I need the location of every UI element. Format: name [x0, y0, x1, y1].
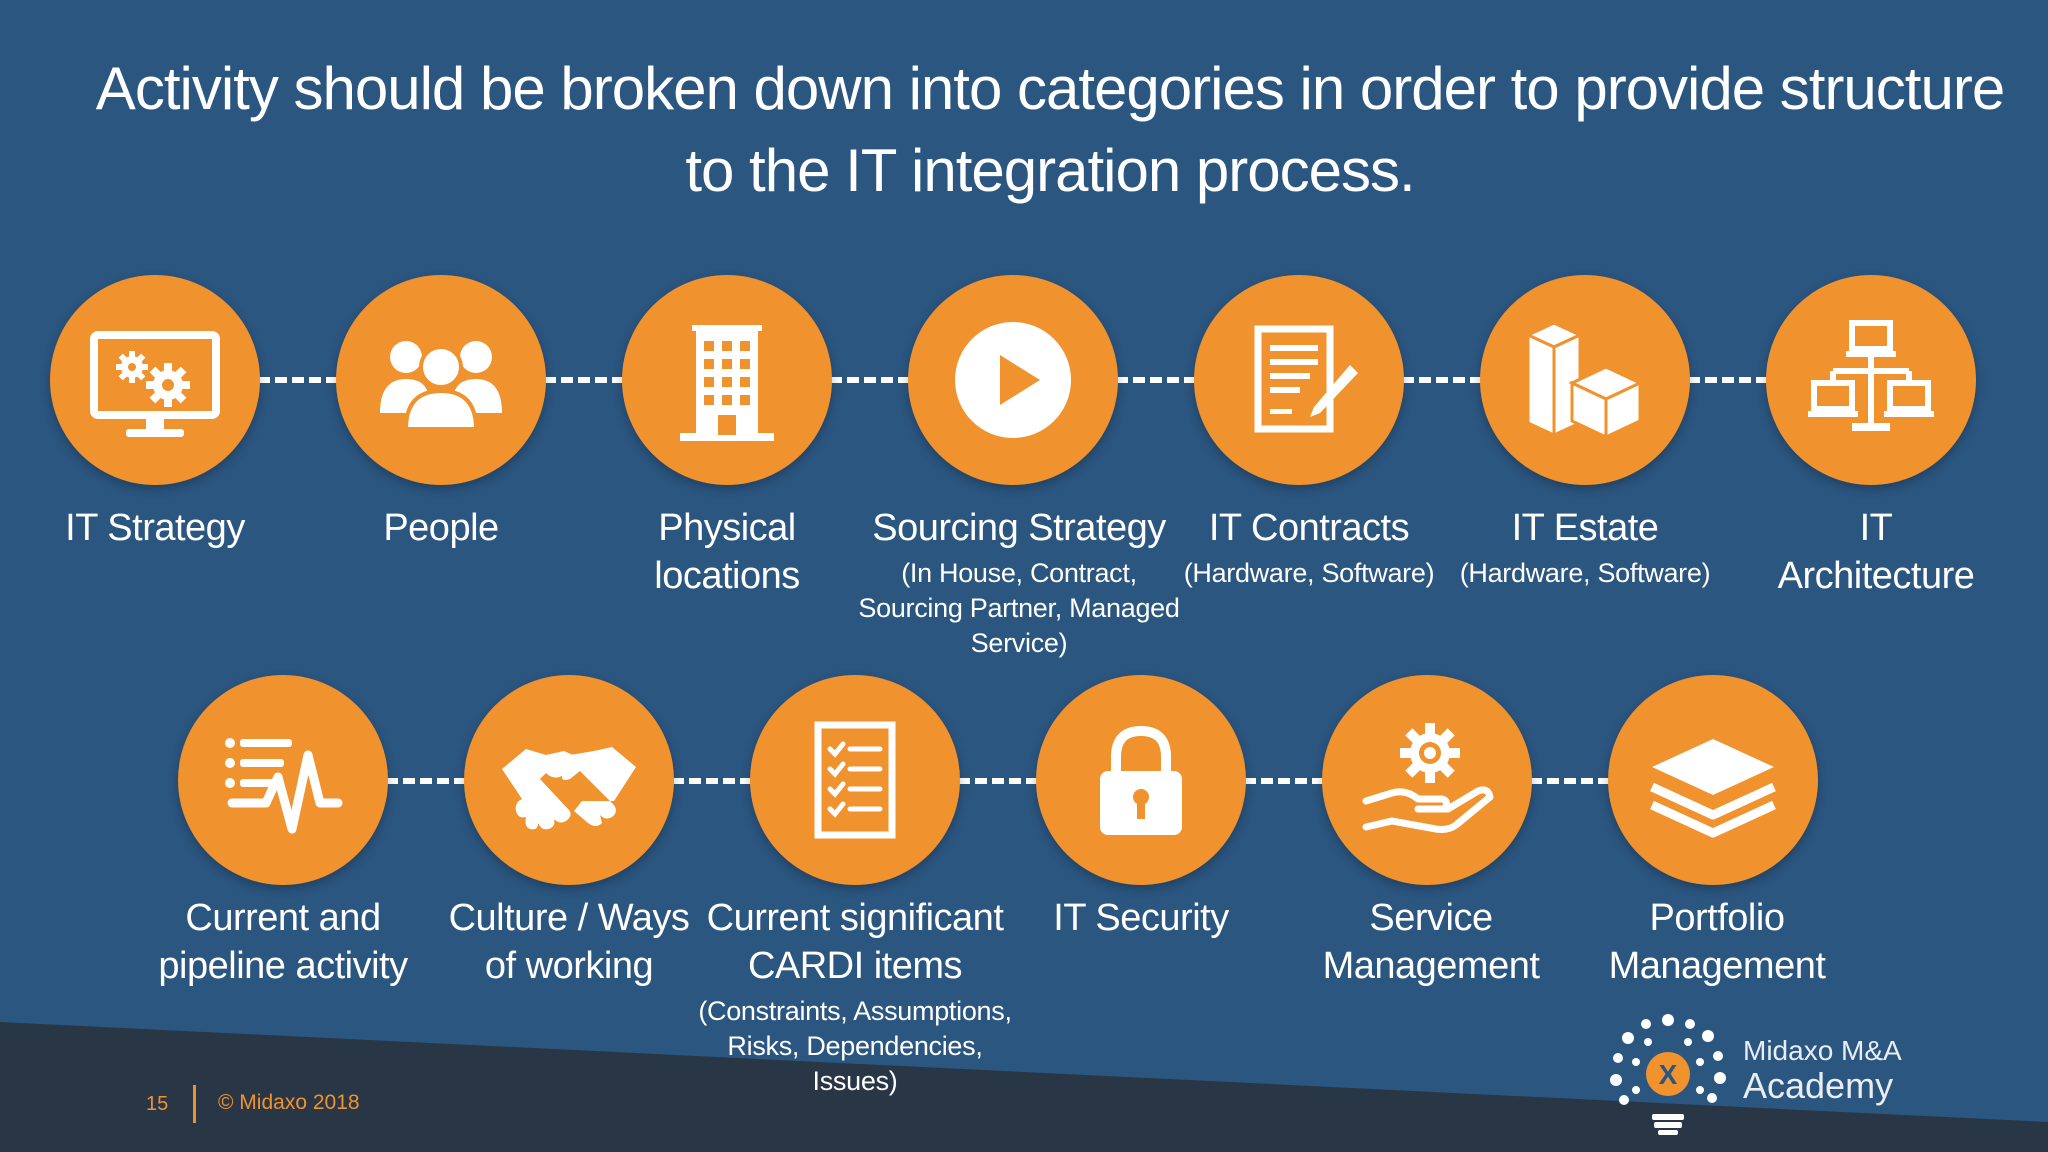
layers-icon [1650, 739, 1776, 838]
label-it-architecture: IT Architecture [1711, 504, 2041, 604]
node-title: IT Estate [1511, 507, 1659, 549]
node-title: Service Management [1322, 897, 1540, 987]
padlock-icon [1100, 725, 1182, 835]
node-title: People [383, 507, 499, 549]
label-people: People [276, 504, 606, 556]
network-computers-icon [1808, 320, 1934, 431]
connector [672, 778, 752, 784]
node-cardi-items [750, 675, 960, 885]
label-service-management: Service Management [1266, 894, 1596, 994]
label-cardi-items: Current significant CARDI items (Constra… [690, 894, 1020, 1099]
logo-line-1: Midaxo M&A [1743, 1035, 1902, 1066]
play-icon [955, 322, 1071, 438]
label-it-contracts: IT Contracts (Hardware, Software) [1144, 504, 1474, 591]
label-sourcing-strategy: Sourcing Strategy (In House, Contract, S… [854, 504, 1184, 661]
logo-line-2: Academy [1743, 1065, 1894, 1106]
label-it-security: IT Security [976, 894, 1306, 946]
node-culture-ways-of-working [464, 675, 674, 885]
monitor-gears-icon [90, 331, 220, 437]
label-portfolio-management: Portfolio Management [1552, 894, 1882, 994]
title-line-1: Activity should be broken down into cate… [95, 55, 2005, 122]
midaxo-lightbulb-logo: X [1610, 1014, 1726, 1135]
label-culture-ways-of-working: Culture / Ways of working [404, 894, 734, 994]
node-it-strategy [50, 275, 260, 485]
contract-pen-icon [1254, 325, 1358, 433]
node-portfolio-management [1608, 675, 1818, 885]
connector [1244, 778, 1324, 784]
node-it-estate [1480, 275, 1690, 485]
connector [1688, 377, 1768, 383]
label-physical-locations: Physical locations [562, 504, 892, 604]
page-number: 15 [146, 1093, 169, 1115]
node-subtitle: (Hardware, Software) [1459, 558, 1711, 588]
node-title: Current significant CARDI items [706, 897, 1004, 987]
node-title: IT Contracts [1208, 507, 1410, 549]
node-title: Current and pipeline activity [158, 897, 408, 987]
node-title: IT Architecture [1777, 507, 1975, 597]
node-title: Culture / Ways of working [448, 897, 690, 987]
node-title: Portfolio Management [1608, 897, 1826, 987]
logo-mark-letter: X [1659, 1059, 1678, 1090]
office-building-icon [680, 325, 774, 441]
connector [544, 377, 624, 383]
slide-title: Activity should be broken down into cate… [90, 48, 2010, 212]
node-service-management [1322, 675, 1532, 885]
boxes-icon [1524, 321, 1644, 440]
node-it-security [1036, 675, 1246, 885]
node-subtitle: (Hardware, Software) [1183, 558, 1435, 588]
copyright-text: © Midaxo 2018 [218, 1091, 360, 1114]
label-it-strategy: IT Strategy [0, 504, 320, 556]
node-it-architecture [1766, 275, 1976, 485]
node-subtitle: (In House, Contract, Sourcing Partner, M… [858, 558, 1180, 658]
connector [1530, 778, 1610, 784]
node-sourcing-strategy [908, 275, 1118, 485]
node-title: Sourcing Strategy [872, 507, 1166, 549]
people-group-icon [380, 341, 502, 431]
label-it-estate: IT Estate (Hardware, Software) [1420, 504, 1750, 591]
node-physical-locations [622, 275, 832, 485]
connector [830, 377, 910, 383]
node-title: Physical locations [654, 507, 800, 597]
connector [958, 778, 1038, 784]
handshake-icon [502, 747, 636, 830]
connector [258, 377, 338, 383]
footer-divider [193, 1085, 196, 1123]
activity-pulse-icon [225, 738, 343, 834]
connector [1402, 377, 1482, 383]
node-title: IT Strategy [65, 507, 245, 549]
logo-wordmark: Midaxo M&A Academy [1743, 1035, 1902, 1105]
title-line-2: to the IT integration process. [685, 137, 1415, 204]
node-title: IT Security [1053, 897, 1229, 939]
gear-hand-icon [1362, 723, 1494, 833]
connector [386, 778, 466, 784]
node-it-contracts [1194, 275, 1404, 485]
node-people [336, 275, 546, 485]
node-current-pipeline-activity [178, 675, 388, 885]
label-current-pipeline-activity: Current and pipeline activity [118, 894, 448, 994]
checklist-icon [814, 721, 896, 839]
connector [1116, 377, 1196, 383]
node-subtitle: (Constraints, Assumptions, Risks, Depend… [698, 996, 1012, 1096]
